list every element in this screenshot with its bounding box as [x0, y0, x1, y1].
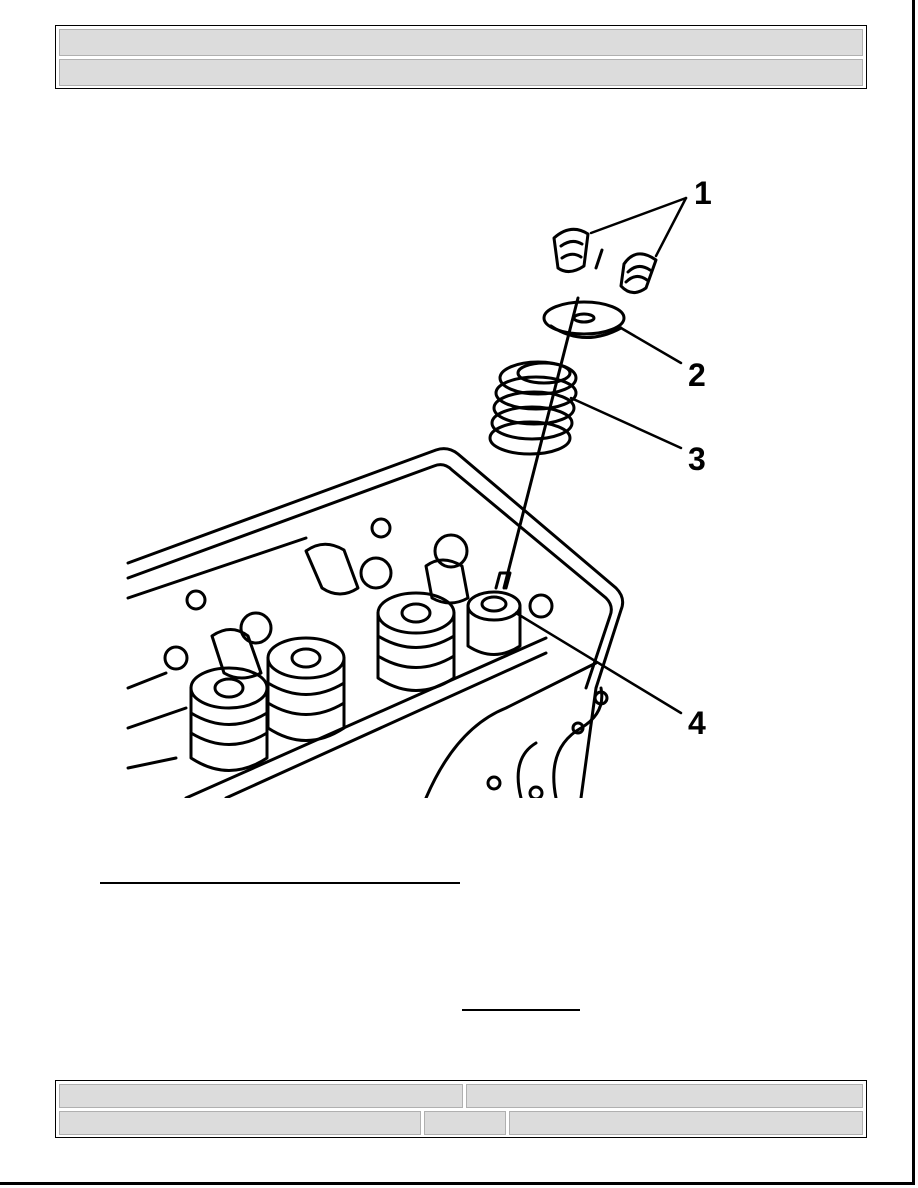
page-footer	[55, 1080, 867, 1138]
valve-spring	[488, 360, 578, 456]
footer-row-2	[59, 1111, 863, 1135]
valve-spring-assembly-illustration: 1 2 3 4	[126, 168, 726, 798]
installed-valve-springs	[189, 590, 522, 772]
callout-4: 4	[688, 705, 706, 741]
valve-keepers	[552, 227, 658, 294]
cylinder-head-outline	[126, 447, 625, 798]
header-title-bar	[59, 29, 863, 56]
footer-cell-page	[424, 1111, 506, 1135]
footer-cell-left	[59, 1084, 463, 1108]
callout-3: 3	[688, 441, 706, 477]
footer-cell-source	[59, 1111, 421, 1135]
footer-cell-copyright	[509, 1111, 863, 1135]
callout-1: 1	[694, 175, 712, 211]
callout-2: 2	[688, 357, 706, 393]
footer-cell-right	[466, 1084, 863, 1108]
valve-assembly-drawing: 1 2 3 4	[126, 175, 712, 798]
secondary-reference-link[interactable]	[462, 1009, 580, 1011]
valve-stem	[502, 296, 580, 590]
valve-spring-retainer	[542, 300, 626, 339]
page-header	[55, 25, 867, 89]
callout-leader-lines	[514, 196, 688, 715]
header-subtitle-bar	[59, 59, 863, 86]
head-bolt-bosses	[163, 517, 609, 798]
reference-link[interactable]	[100, 882, 460, 884]
footer-row-1	[59, 1084, 863, 1108]
